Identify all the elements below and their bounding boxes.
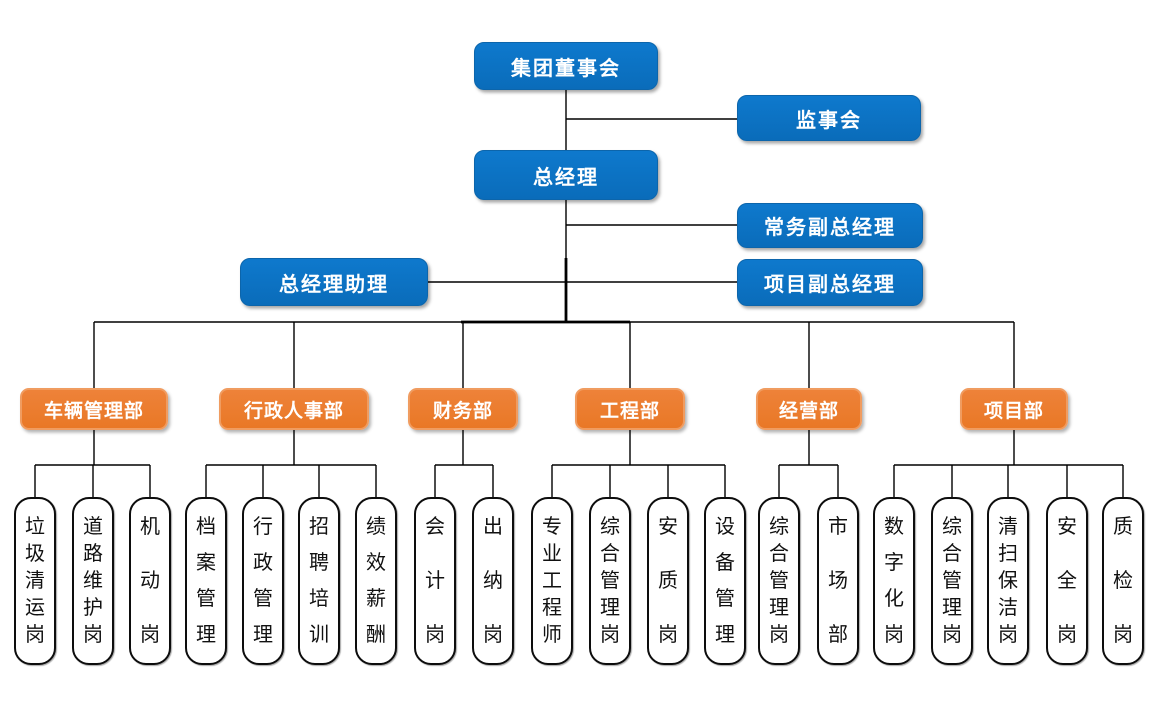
node-pos-general-management-ops: 综合管理岗 <box>758 497 800 665</box>
node-pos-quality-inspection: 质检岗 <box>1102 497 1144 665</box>
node-pos-digitalization: 数字化岗 <box>873 497 915 665</box>
node-pos-cleaning: 清扫保洁岗 <box>987 497 1029 665</box>
pos-label: 综合管理岗 <box>600 516 620 646</box>
pos-label: 机动岗 <box>140 516 160 646</box>
node-pos-archives-management: 档案管理 <box>185 497 227 665</box>
pos-label: 安质岗 <box>658 516 678 646</box>
pos-label: 质检岗 <box>1113 516 1133 646</box>
node-pos-market: 市场部 <box>817 497 859 665</box>
node-dept-admin-hr: 行政人事部 <box>219 388 369 430</box>
node-general-manager: 总经理 <box>474 150 658 200</box>
pos-label: 综合管理岗 <box>769 516 789 646</box>
node-dept-vehicle-management: 车辆管理部 <box>20 388 168 430</box>
node-pos-safety-quality: 安质岗 <box>647 497 689 665</box>
node-pos-accounting: 会计岗 <box>414 497 456 665</box>
dept-label: 财务部 <box>432 400 493 422</box>
node-pos-equipment-management: 设备管理 <box>704 497 746 665</box>
pos-label: 道路维护岗 <box>83 516 103 646</box>
node-exec-deputy-gm: 常务副总经理 <box>737 203 923 248</box>
pos-label: 市场部 <box>828 516 848 646</box>
node-gm-assistant-label: 总经理助理 <box>279 273 389 296</box>
node-pos-general-management-proj: 综合管理岗 <box>931 497 973 665</box>
dept-label: 车辆管理部 <box>43 400 144 422</box>
dept-label: 经营部 <box>778 400 839 422</box>
node-dept-finance: 财务部 <box>408 388 518 430</box>
node-pos-recruiting-training: 招聘培训 <box>298 497 340 665</box>
node-pos-admin-management: 行政管理 <box>242 497 284 665</box>
pos-label: 综合管理岗 <box>942 516 962 646</box>
pos-label: 会计岗 <box>425 516 445 646</box>
node-pos-cashier: 出纳岗 <box>472 497 514 665</box>
node-dept-operations: 经营部 <box>756 388 862 430</box>
pos-label: 出纳岗 <box>483 516 503 646</box>
node-pos-road-maintenance: 道路维护岗 <box>72 497 114 665</box>
node-supervisory-board: 监事会 <box>737 95 921 141</box>
pos-label: 安全岗 <box>1057 516 1077 646</box>
pos-label: 绩效薪酬 <box>366 516 386 646</box>
node-supervisory-board-label: 监事会 <box>796 109 862 132</box>
node-pos-professional-engineer: 专业工程师 <box>531 497 573 665</box>
pos-label: 垃圾清运岗 <box>25 516 45 646</box>
pos-label: 数字化岗 <box>884 516 904 646</box>
node-pos-mobile: 机动岗 <box>129 497 171 665</box>
dept-label: 项目部 <box>983 400 1044 422</box>
pos-label: 专业工程师 <box>542 516 562 646</box>
node-dept-project: 项目部 <box>960 388 1068 430</box>
node-pos-garbage-removal: 垃圾清运岗 <box>14 497 56 665</box>
pos-label: 设备管理 <box>715 516 735 646</box>
pos-label: 行政管理 <box>253 516 273 646</box>
node-project-deputy-gm: 项目副总经理 <box>737 259 923 306</box>
pos-label: 清扫保洁岗 <box>998 516 1018 646</box>
node-board-label: 集团董事会 <box>511 57 621 80</box>
node-dept-engineering: 工程部 <box>575 388 685 430</box>
node-pos-general-management-eng: 综合管理岗 <box>589 497 631 665</box>
dept-label: 行政人事部 <box>243 400 344 422</box>
node-project-deputy-gm-label: 项目副总经理 <box>764 274 896 296</box>
node-gm-assistant: 总经理助理 <box>240 258 428 306</box>
node-board: 集团董事会 <box>474 42 658 90</box>
pos-label: 档案管理 <box>196 516 216 646</box>
node-pos-performance-payroll: 绩效薪酬 <box>355 497 397 665</box>
dept-label: 工程部 <box>599 400 660 422</box>
node-pos-safety: 安全岗 <box>1046 497 1088 665</box>
node-general-manager-label: 总经理 <box>533 166 599 189</box>
pos-label: 招聘培训 <box>309 516 329 646</box>
node-exec-deputy-gm-label: 常务副总经理 <box>764 217 896 239</box>
